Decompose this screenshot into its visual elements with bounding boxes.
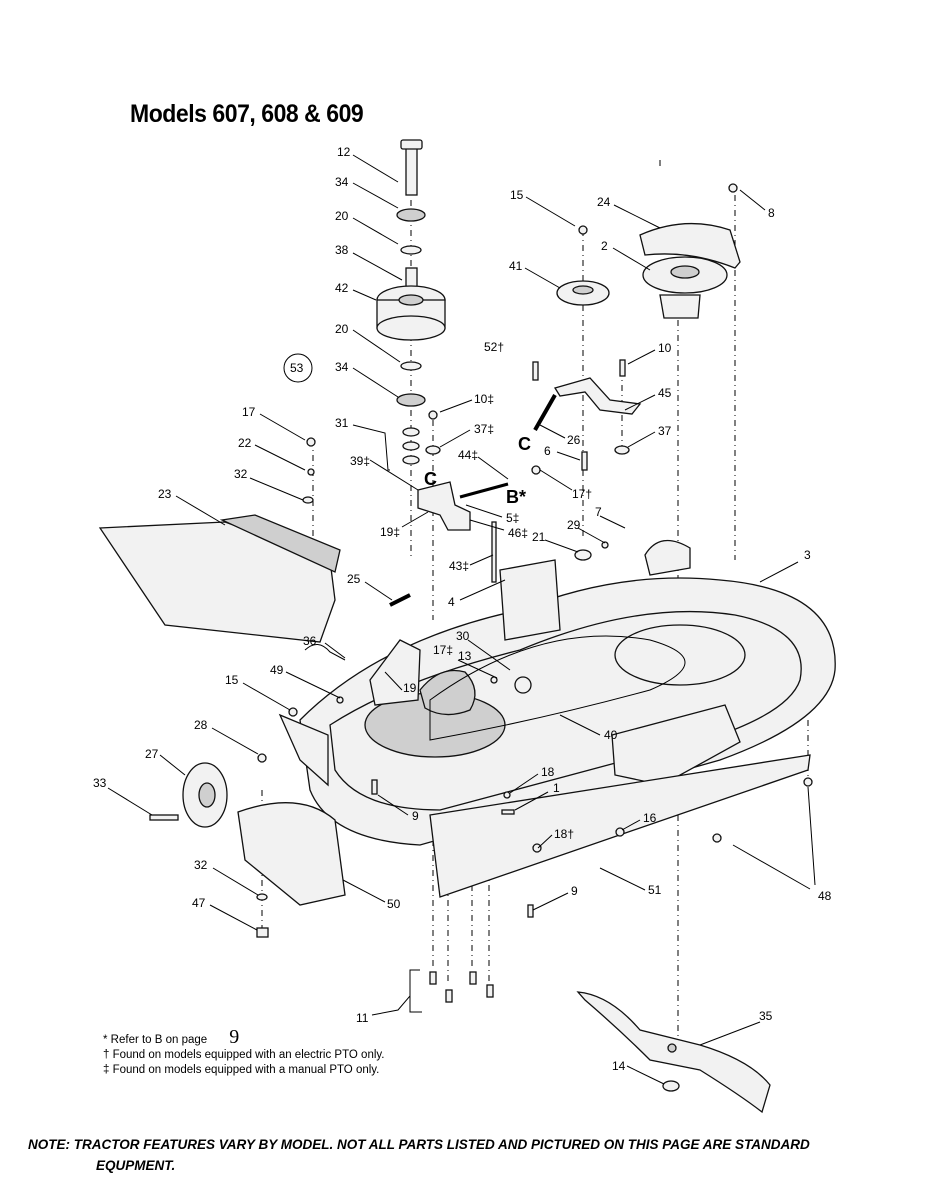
- callout-15b: 15: [225, 673, 239, 687]
- callout-18b: 18†: [554, 827, 574, 841]
- callout-35: 35: [759, 1009, 773, 1023]
- callout-labels: 12 34 20 38 42 20 34 53 31 17 22 32 23 3…: [93, 145, 832, 1073]
- callout-37b: 37: [658, 424, 672, 438]
- callout-20: 20: [335, 209, 349, 223]
- mower-deck: [257, 539, 836, 898]
- callout-17: 17: [242, 405, 256, 419]
- callout-7: 7: [595, 505, 602, 519]
- callout-17b: 17†: [572, 487, 592, 501]
- legend-refer-page: 9: [229, 1026, 240, 1048]
- callout-27: 27: [145, 747, 159, 761]
- callout-30: 30: [456, 629, 470, 643]
- callout-19: 19‡: [380, 525, 400, 539]
- callout-45: 45: [658, 386, 672, 400]
- callout-52: 52†: [484, 340, 504, 354]
- callout-17c: 17‡: [433, 643, 453, 657]
- spindle-stack: [376, 139, 446, 465]
- callout-13: 13: [458, 649, 472, 663]
- callout-34b: 34: [335, 360, 349, 374]
- callout-48: 48: [818, 889, 832, 903]
- callout-14: 14: [612, 1059, 626, 1073]
- callout-5: 5‡: [506, 511, 519, 525]
- callout-32b: 32: [194, 858, 208, 872]
- idler-pulleys: [556, 183, 741, 319]
- callout-4: 4: [448, 595, 455, 609]
- gauge-wheel: [149, 762, 346, 938]
- leader-lines: [107, 154, 816, 1085]
- callout-6: 6: [544, 444, 551, 458]
- callout-3: 3: [804, 548, 811, 562]
- callout-23: 23: [158, 487, 172, 501]
- callout-10b: 10: [658, 341, 672, 355]
- callout-47: 47: [192, 896, 206, 910]
- callout-40: 40: [604, 728, 618, 742]
- callout-25: 25: [347, 572, 361, 586]
- callout-24: 24: [597, 195, 611, 209]
- callout-53: 53: [290, 361, 304, 375]
- callout-34: 34: [335, 175, 349, 189]
- note-line-1: NOTE: TRACTOR FEATURES VARY BY MODEL. NO…: [28, 1137, 810, 1152]
- callout-9b: 9: [571, 884, 578, 898]
- callout-C-left: C: [424, 469, 437, 489]
- callout-29: 29: [567, 518, 581, 532]
- callout-42: 42: [335, 281, 349, 295]
- legend-manual-pto: ‡ Found on models equipped with a manual…: [103, 1064, 380, 1076]
- callout-38: 38: [335, 243, 349, 257]
- callout-46: 46‡: [508, 526, 528, 540]
- pto-bracket: [417, 410, 541, 583]
- callout-49: 49: [270, 663, 284, 677]
- callout-8: 8: [768, 206, 775, 220]
- idler-arm: [532, 359, 642, 471]
- callout-10: 10‡: [474, 392, 494, 406]
- callout-26: 26: [567, 433, 581, 447]
- callout-12: 12: [337, 145, 351, 159]
- callout-44: 44‡: [458, 448, 478, 462]
- lift-spring: [304, 593, 411, 661]
- callout-33: 33: [93, 776, 107, 790]
- hardware-bolts: [371, 777, 813, 1003]
- equipment-note: NOTE: TRACTOR FEATURES VARY BY MODEL. NO…: [28, 1134, 908, 1176]
- callout-22: 22: [238, 436, 252, 450]
- callout-39: 39‡: [350, 454, 370, 468]
- callout-51: 51: [648, 883, 662, 897]
- callout-16: 16: [643, 811, 657, 825]
- legend-electric-pto: † Found on models equipped with an elect…: [103, 1049, 385, 1061]
- callout-32: 32: [234, 467, 248, 481]
- mower-blade: [576, 991, 771, 1114]
- callout-53-circle: [283, 353, 313, 383]
- callout-41: 41: [509, 259, 523, 273]
- footnote-legend: * Refer to B on page 9 † Found on models …: [103, 1027, 385, 1078]
- discharge-chute: [98, 437, 341, 643]
- legend-refer: * Refer to B on page 9: [103, 1027, 385, 1048]
- callout-20b: 20: [335, 322, 349, 336]
- callout-1: 1: [553, 781, 560, 795]
- callout-2: 2: [601, 239, 608, 253]
- callout-18: 18: [541, 765, 555, 779]
- note-line-2: EQUPMENT.: [96, 1158, 176, 1173]
- callout-28: 28: [194, 718, 208, 732]
- callout-50: 50: [387, 897, 401, 911]
- callout-19b: 19: [403, 681, 417, 695]
- callout-21: 21: [532, 530, 546, 544]
- callout-37: 37‡: [474, 422, 494, 436]
- callout-11: 11: [356, 1011, 369, 1025]
- callout-C-right: C: [518, 434, 531, 454]
- callout-43: 43‡: [449, 559, 469, 573]
- callout-15: 15: [510, 188, 524, 202]
- callout-9: 9: [412, 809, 419, 823]
- callout-B: B*: [506, 487, 526, 507]
- page-title: Models 607, 608 & 609: [130, 100, 364, 128]
- legend-refer-text: * Refer to B on page: [103, 1034, 208, 1046]
- callout-36: 36: [303, 634, 317, 648]
- callout-31: 31: [335, 416, 349, 430]
